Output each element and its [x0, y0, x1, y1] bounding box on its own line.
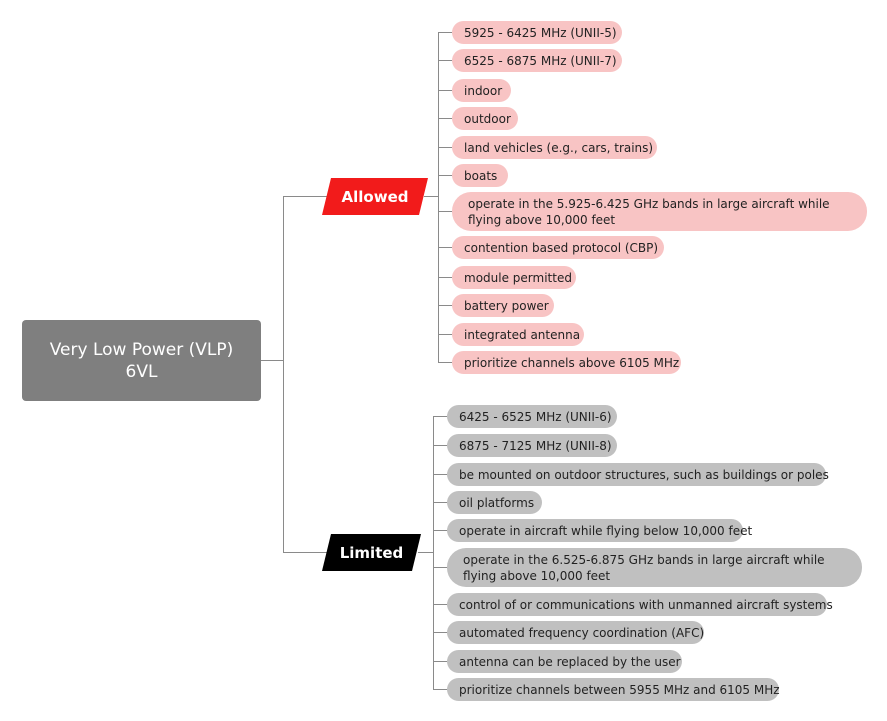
allowed-item: 6525 - 6875 MHz (UNII-7) — [452, 49, 622, 72]
allowed-item: contention based protocol (CBP) — [452, 236, 664, 259]
limited-item: 6875 - 7125 MHz (UNII-8) — [447, 434, 617, 457]
allowed-shape — [322, 178, 428, 215]
allowed-item: outdoor — [452, 107, 518, 130]
allowed-item: module permitted — [452, 266, 576, 289]
limited-item: control of or communications with unmann… — [447, 593, 833, 616]
root-subtitle: 6VL — [125, 361, 158, 382]
allowed-label: Allowed — [341, 187, 409, 206]
limited-category-node: Limited — [322, 534, 421, 571]
limited-item: 6425 - 6525 MHz (UNII-6) — [447, 405, 617, 428]
root-title: Very Low Power (VLP) — [49, 339, 234, 360]
limited-item: be mounted on outdoor structures, such a… — [447, 463, 829, 486]
allowed-item: boats — [452, 164, 508, 187]
limited-item: automated frequency coordination (AFC) — [447, 621, 704, 644]
limited-item: oil platforms — [447, 491, 542, 514]
allowed-item: indoor — [452, 79, 511, 102]
limited-item: operate in the 6.525-6.875 GHz bands in … — [447, 548, 862, 587]
limited-label: Limited — [339, 543, 404, 562]
root-node: Very Low Power (VLP) 6VL — [22, 320, 261, 401]
allowed-item: battery power — [452, 294, 554, 317]
limited-item: prioritize channels between 5955 MHz and… — [447, 678, 780, 701]
allowed-category-node: Allowed — [322, 178, 428, 215]
allowed-item: operate in the 5.925-6.425 GHz bands in … — [452, 192, 867, 231]
allowed-item: integrated antenna — [452, 323, 584, 346]
limited-item: antenna can be replaced by the user — [447, 650, 682, 673]
allowed-item: prioritize channels above 6105 MHz — [452, 351, 681, 374]
allowed-item: land vehicles (e.g., cars, trains) — [452, 136, 657, 159]
limited-item: operate in aircraft while flying below 1… — [447, 519, 752, 542]
limited-shape — [322, 534, 421, 571]
allowed-item: 5925 - 6425 MHz (UNII-5) — [452, 21, 622, 44]
